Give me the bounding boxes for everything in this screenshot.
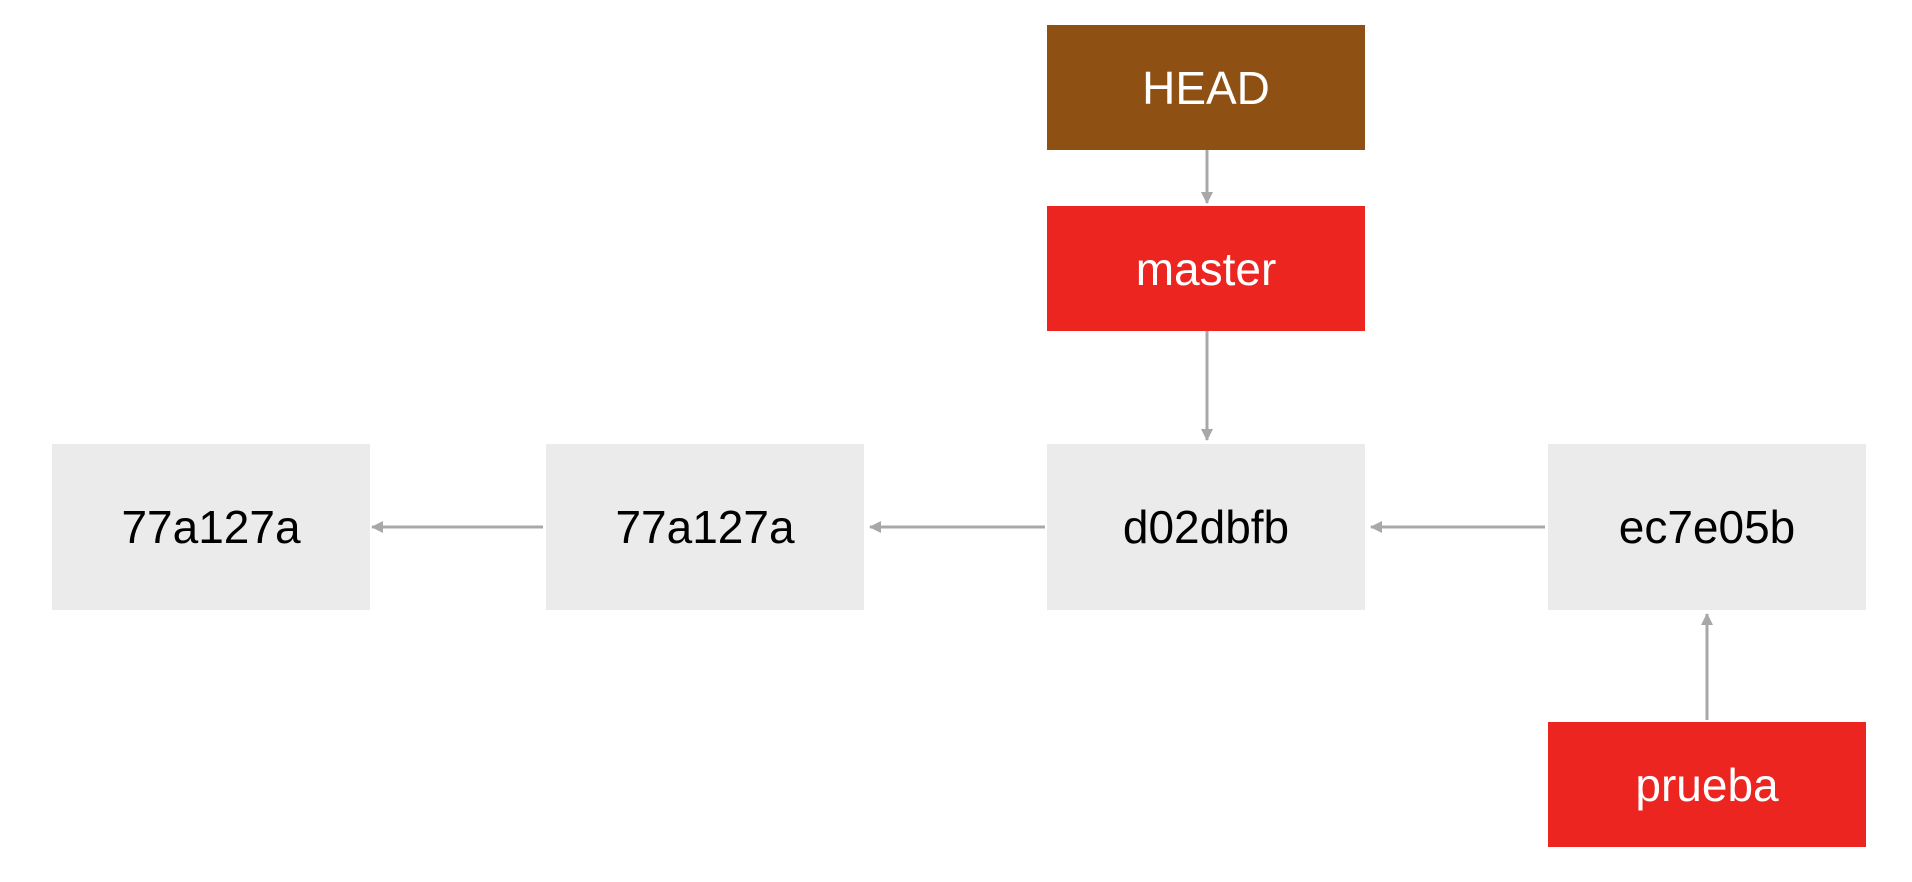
commit-hash-3: d02dbfb	[1122, 501, 1290, 553]
commit-box-1: 77a127a	[52, 444, 370, 610]
commit-hash-4: ec7e05b	[1618, 501, 1796, 553]
prueba-branch-label: prueba	[1635, 758, 1779, 811]
commit-box-4: ec7e05b	[1548, 444, 1866, 610]
head-ref-label: HEAD	[1142, 61, 1270, 114]
commit-hash-2: 77a127a	[615, 501, 795, 553]
commit-box-2: 77a127a	[546, 444, 864, 610]
prueba-branch-box: prueba	[1548, 722, 1866, 847]
commit-hash-1: 77a127a	[121, 501, 301, 553]
commit-box-3: d02dbfb	[1047, 444, 1365, 610]
master-branch-label: master	[1135, 242, 1277, 295]
master-branch-box: master	[1047, 206, 1365, 331]
head-ref-box: HEAD	[1047, 25, 1365, 150]
